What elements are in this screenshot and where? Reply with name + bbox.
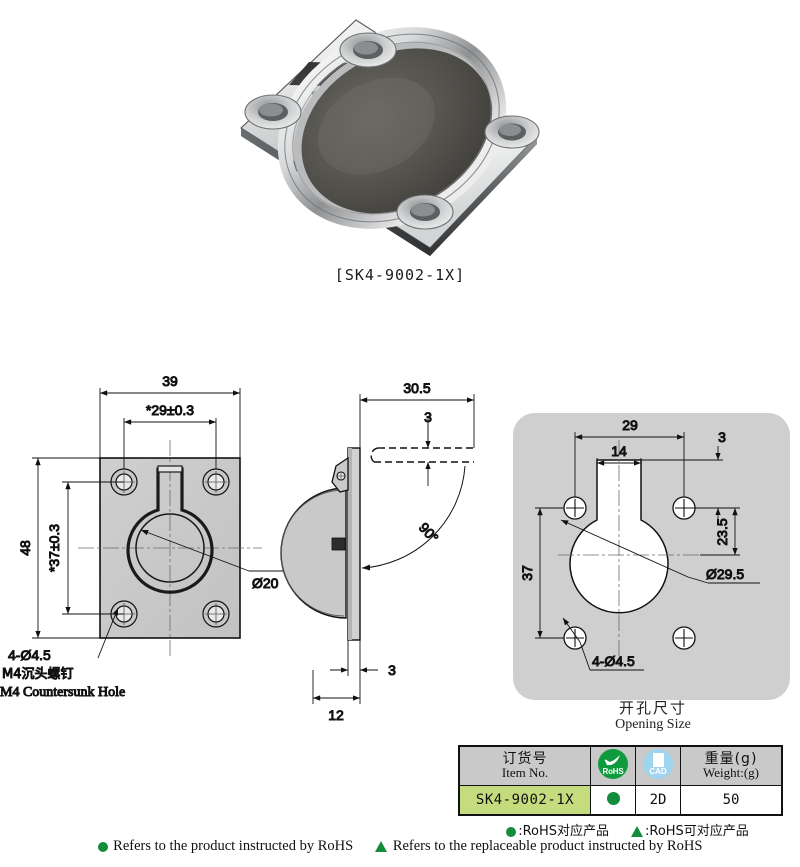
leader-screw-note bbox=[97, 607, 119, 659]
bowl-recess bbox=[301, 48, 493, 214]
dim-angle-label: 90° bbox=[416, 519, 442, 545]
dim-305-label: 30.5 bbox=[403, 380, 430, 396]
legend-en-tri-text: Refers to the replaceable product instru… bbox=[392, 838, 703, 855]
legend-english: Refers to the product instructed by RoHS… bbox=[0, 838, 800, 855]
dim-d20-label: Ø20 bbox=[252, 575, 279, 591]
photo-caption: [SK4-9002-1X] bbox=[334, 266, 466, 284]
legend-cn-tri-group: :RoHS可对应产品 bbox=[631, 824, 749, 839]
screw-hole-top bbox=[339, 32, 397, 68]
ring-pull-tab bbox=[157, 465, 183, 473]
green-dot-icon bbox=[506, 826, 517, 837]
opening-caption-en: Opening Size bbox=[615, 717, 691, 733]
cad-icon: CAD bbox=[643, 748, 673, 779]
note-screw-en: M4 Countersunk Hole bbox=[0, 685, 125, 700]
cad-icon-label: CAD bbox=[649, 766, 667, 776]
header-item-no-en: Item No. bbox=[501, 765, 549, 781]
side-bowl-inner bbox=[280, 489, 345, 617]
dim-39-label: 39 bbox=[162, 373, 178, 389]
side-view-group: 90° 30.5 3 bbox=[280, 380, 475, 724]
green-triangle-icon-en bbox=[375, 841, 388, 853]
header-weight-cn: 重量(g) bbox=[704, 750, 758, 767]
legend-cn-tri-text: :RoHS可对应产品 bbox=[645, 824, 749, 839]
front-view-group: 39 *29±0.3 48 bbox=[0, 373, 286, 701]
spec-table: 订货号 Item No. RoHS CAD bbox=[458, 745, 783, 816]
cell-rohs bbox=[590, 785, 636, 816]
table-header-row: 订货号 Item No. RoHS CAD bbox=[458, 745, 783, 786]
rohs-status-dot bbox=[606, 791, 620, 805]
technical-drawings: 39 *29±0.3 48 bbox=[0, 370, 800, 730]
bowl-highlight bbox=[317, 77, 435, 175]
legend-en-tri-group: Refers to the replaceable product instru… bbox=[375, 838, 702, 854]
dim-op37-label: 37 bbox=[519, 565, 535, 581]
product-photo bbox=[0, 0, 800, 262]
cell-cad: 2D bbox=[635, 785, 681, 816]
opening-caption-cn: 开孔尺寸 bbox=[618, 699, 687, 717]
note-op-screw: 4-Ø4.5 bbox=[592, 653, 635, 669]
dim-op14-label: 14 bbox=[611, 443, 627, 459]
leader-op-dia-2 bbox=[687, 576, 709, 584]
leader-op-screw bbox=[562, 617, 581, 643]
cell-weight: 50 bbox=[680, 785, 783, 816]
legend-en-dot-text: Refers to the product instructed by RoHS bbox=[113, 838, 354, 855]
screw-hole-bottom bbox=[396, 194, 454, 230]
ring-open-cap bbox=[370, 447, 379, 463]
dim-op29-label: 29 bbox=[622, 417, 638, 433]
leader-d20 bbox=[140, 529, 250, 572]
side-bowl-profile bbox=[280, 487, 347, 619]
dim-48-label: 48 bbox=[17, 540, 33, 556]
rohs-icon: RoHS bbox=[598, 748, 628, 779]
header-cad: CAD bbox=[635, 745, 681, 786]
header-rohs: RoHS bbox=[590, 745, 636, 786]
legend-cn-dot-group: :RoHS对应产品 bbox=[506, 824, 609, 839]
leader-op-screw-2 bbox=[579, 641, 591, 671]
note-screw-size: 4-Ø4.5 bbox=[8, 647, 51, 663]
legend-cn-dot-text: :RoHS对应产品 bbox=[518, 824, 609, 839]
header-item-no-cn: 订货号 bbox=[502, 750, 548, 767]
green-triangle-icon bbox=[631, 826, 643, 837]
opening-view-group: 29 14 3 bbox=[513, 413, 790, 700]
screw-hole-left bbox=[244, 94, 302, 130]
note-screw-cn: M4沉头螺钉 bbox=[2, 667, 74, 682]
screw-hole-right bbox=[484, 115, 540, 149]
dim-29-label: *29±0.3 bbox=[146, 402, 194, 418]
cell-item-no: SK4-9002-1X bbox=[458, 785, 591, 816]
cad-page-icon bbox=[653, 752, 664, 767]
front-screw-holes bbox=[110, 468, 230, 628]
ring-pull-inner bbox=[135, 513, 205, 583]
table-row: SK4-9002-1X 2D 50 bbox=[458, 785, 783, 816]
dim-12-label: 12 bbox=[328, 707, 344, 723]
dim-3top-label: 3 bbox=[424, 409, 432, 425]
ring-pull-outer bbox=[126, 467, 214, 594]
dim-op235-label: 23.5 bbox=[714, 518, 730, 545]
header-weight: 重量(g) Weight:(g) bbox=[680, 745, 783, 786]
side-flange-shade bbox=[348, 448, 352, 640]
green-dot-icon-en bbox=[97, 841, 108, 852]
header-item-no: 订货号 Item No. bbox=[458, 745, 591, 786]
rohs-icon-label: RoHS bbox=[602, 766, 624, 776]
opening-size-caption: 开孔尺寸 Opening Size bbox=[513, 699, 793, 733]
swing-arc bbox=[361, 465, 466, 571]
side-ring-stowed bbox=[331, 537, 346, 551]
header-weight-en: Weight:(g) bbox=[703, 765, 759, 781]
dim-3bot-label: 3 bbox=[388, 662, 396, 678]
rohs-leaf-icon bbox=[604, 754, 620, 765]
dim-op3-label: 3 bbox=[718, 429, 726, 445]
legend-en-dot-group: Refers to the product instructed by RoHS bbox=[97, 838, 354, 855]
leader-op-dia bbox=[560, 519, 689, 578]
legend-chinese: :RoHS对应产品 :RoHS可对应产品 bbox=[455, 820, 800, 839]
plate-front-edge bbox=[430, 136, 537, 256]
dim-op-dia-label: Ø29.5 bbox=[706, 566, 744, 582]
dim-37-label: *37±0.3 bbox=[46, 524, 62, 572]
